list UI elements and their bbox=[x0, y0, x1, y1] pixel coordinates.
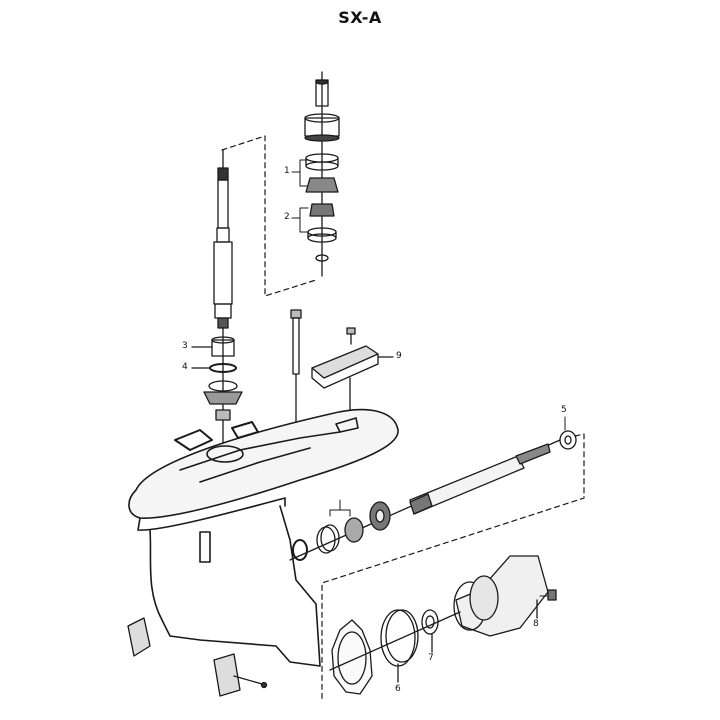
callout-7: 7 bbox=[428, 653, 434, 663]
anode-plate bbox=[311, 327, 394, 419]
callout-5: 5 bbox=[561, 405, 567, 415]
bearing-housing bbox=[453, 555, 557, 637]
vertical-drive-shaft bbox=[213, 149, 233, 471]
upper-bearing-stack bbox=[304, 71, 340, 277]
callout-3: 3 bbox=[182, 341, 188, 351]
callout-1: 1 bbox=[284, 166, 290, 176]
seals-and-gasket bbox=[329, 609, 461, 695]
trim-tabs bbox=[127, 617, 268, 697]
propeller-shaft bbox=[289, 430, 577, 561]
callout-4: 4 bbox=[182, 362, 188, 372]
callout-brackets-upper bbox=[291, 159, 309, 233]
callout-2: 2 bbox=[284, 212, 290, 222]
callout-6: 6 bbox=[395, 684, 401, 694]
propshaft-bearings bbox=[292, 499, 391, 561]
assembly-guides bbox=[221, 135, 585, 701]
callout-9: 9 bbox=[396, 351, 402, 361]
gearcase-housing bbox=[128, 408, 399, 667]
long-bolt bbox=[290, 309, 302, 433]
callout-8: 8 bbox=[533, 619, 539, 629]
pinion-parts bbox=[191, 336, 243, 421]
diagram-title: SX-A bbox=[338, 8, 382, 27]
